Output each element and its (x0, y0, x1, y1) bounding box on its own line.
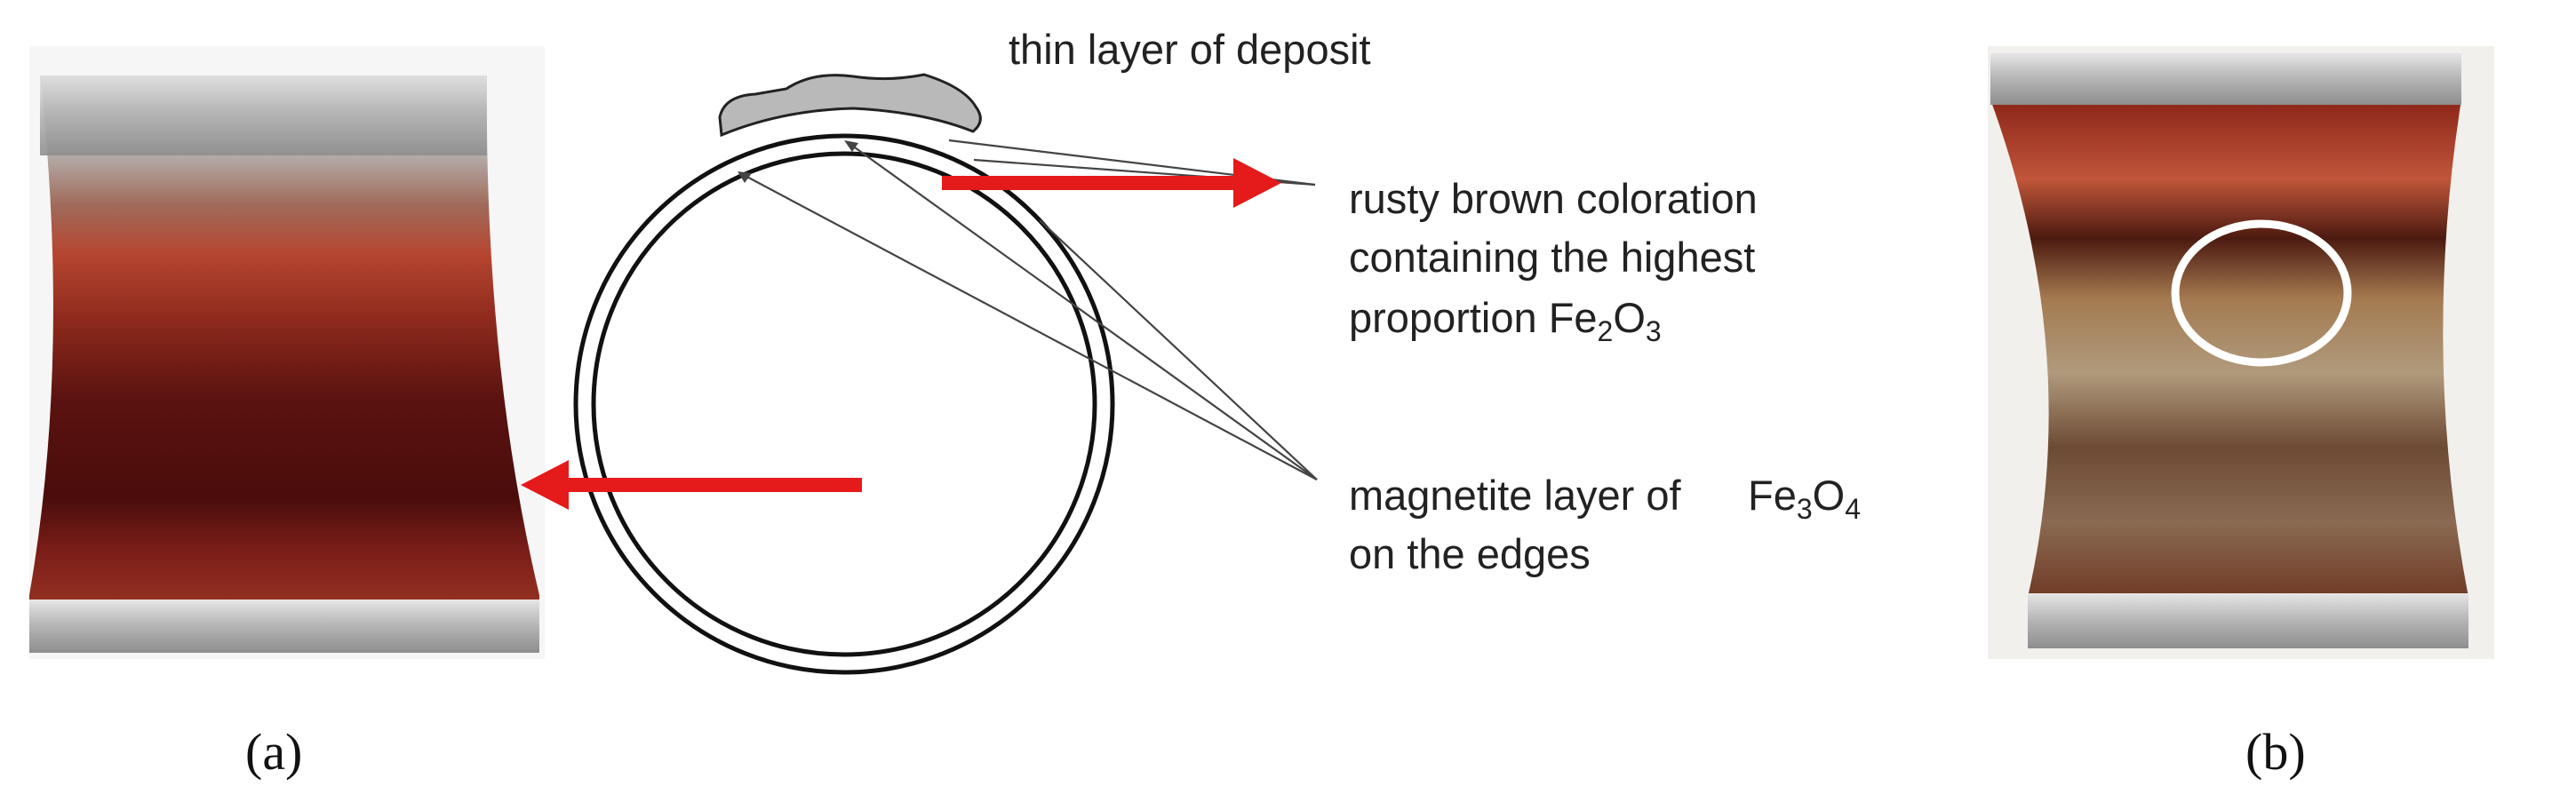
label-rust-line1: rusty brown coloration (1349, 175, 1758, 222)
label-rust-line3: proportion Fe2O3 (1349, 294, 1662, 347)
photo-a-bottom-metal-band (29, 600, 539, 653)
label-rust-sub1: 2 (1598, 315, 1614, 347)
arrowhead-left (738, 171, 752, 183)
photo-a-specimen (29, 75, 539, 617)
photo-b-bottom-metal-band (2028, 593, 2468, 648)
label-magnetite-o: O (1813, 472, 1846, 519)
pipe-inner-wall (591, 151, 1097, 657)
label-magnetite-fe: Fe (1748, 472, 1797, 519)
red-arrows (521, 158, 1281, 510)
label-rust-o: O (1613, 294, 1646, 341)
red-arrow-left-shaft (569, 478, 862, 492)
label-rust-prefix: proportion Fe (1349, 294, 1598, 341)
red-arrow-left-head (521, 460, 569, 510)
photo-b-specimen (1990, 99, 2468, 597)
leader-magnetite-to-right (1039, 219, 1318, 480)
photo-a (29, 46, 545, 659)
caption-a: (a) (245, 723, 302, 781)
pipe-cross-section (573, 73, 1115, 675)
leader-arrowheads (738, 140, 858, 183)
label-magnetite-line1: magnetite layer of (1349, 472, 1682, 519)
leader-magnetite-to-top (848, 142, 1318, 480)
photo-b-circle-marker (2171, 219, 2352, 367)
captions: (a) (b) (245, 723, 2306, 781)
label-magnetite-sub2: 4 (1845, 493, 1861, 525)
label-magnetite-sub1: 3 (1797, 493, 1813, 525)
arrowhead-top (844, 140, 858, 152)
diagram-labels: thin layer of deposit rusty brown colora… (1009, 26, 1861, 577)
photo-b-top-metal-band (1990, 53, 2461, 105)
photo-a-top-metal-band (40, 75, 487, 155)
red-arrow-right-shaft (942, 176, 1235, 190)
label-magnetite-formula: Fe3O4 (1748, 472, 1861, 525)
leader-magnetite-to-left (741, 173, 1318, 480)
label-magnetite-line2: on the edges (1349, 530, 1591, 577)
photo-b (1988, 46, 2494, 659)
deposit-layer-shape (718, 73, 982, 138)
caption-b: (b) (2245, 723, 2306, 781)
label-deposit: thin layer of deposit (1009, 26, 1371, 73)
red-arrow-right-head (1233, 158, 1281, 208)
label-rust-sub2: 3 (1646, 315, 1662, 347)
label-rust-line2: containing the highest (1349, 234, 1755, 281)
